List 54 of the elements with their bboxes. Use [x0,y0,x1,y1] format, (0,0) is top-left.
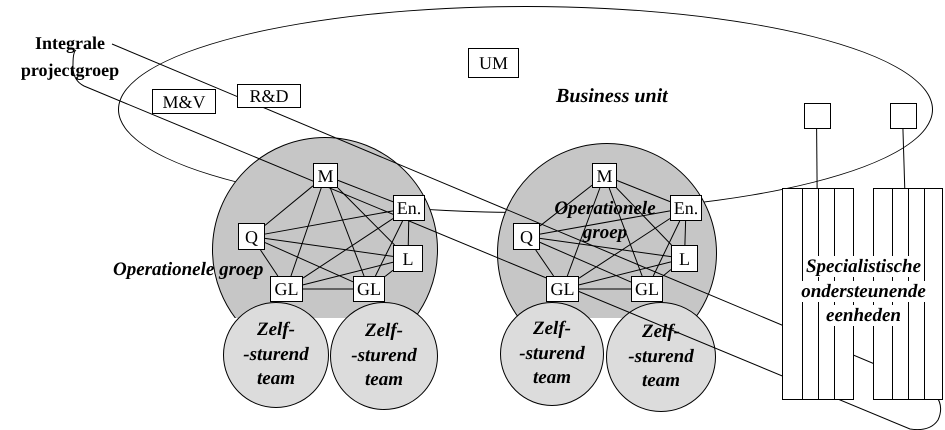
team-label: Zelf- -sturend team [627,320,695,394]
role-box: Q [513,223,540,250]
role-box: M [592,163,617,188]
connector-line [578,218,670,279]
role-box: UM [468,48,519,78]
role-box: R&D [237,84,301,108]
connector-line [652,220,680,276]
role-box: M&V [152,89,216,114]
connector-line [902,128,906,188]
connector-line [290,188,322,276]
team-label: Zelf- -sturend team [350,318,418,392]
connector-line [264,242,354,282]
connector-line [540,242,632,283]
region-label: Business unit [556,84,668,109]
connector-line [662,268,672,276]
connector-line [816,128,818,188]
connector-line [608,188,643,276]
connector-line [684,220,686,246]
connector-line [616,180,670,202]
role-box: GL [270,276,303,302]
connector-line [302,218,394,279]
role-box: En. [670,195,702,221]
connector-line [337,188,396,246]
connector-line [302,288,354,290]
connector-line [264,238,394,257]
role-box: GL [546,276,579,302]
role-box: L [393,245,423,272]
connector-line [408,220,410,246]
role-box: GL [353,276,385,302]
connector-line [578,261,672,286]
connector-line [578,288,632,290]
group-label: Operationele groep [113,258,264,282]
connector-line [540,238,672,258]
connector-line [384,270,394,277]
role-box: L [671,245,698,272]
connector-line [374,220,404,276]
connector-line [260,250,278,276]
connector-line [302,262,394,286]
connector-line [540,210,670,235]
team-label: Zelf- -sturend team [242,318,310,392]
role-box: En. [393,195,425,221]
role-box: Q [238,223,265,250]
connector-line [535,250,554,276]
role-box: GL [631,276,663,302]
connector-line [616,188,672,246]
connector-line [566,188,600,276]
empty-box [804,103,831,129]
connector-line [330,188,365,276]
connector-line [264,210,394,235]
team-label: Zelf- -sturend team [518,316,586,390]
empty-box [890,103,917,129]
connector-line [264,185,314,226]
connector-line [338,180,394,202]
role-box: M [313,163,338,188]
